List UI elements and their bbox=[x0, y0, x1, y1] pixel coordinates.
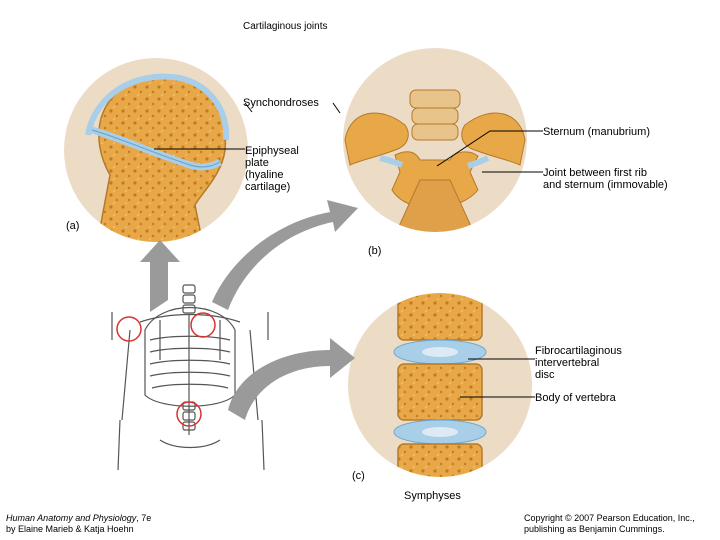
skeleton-illustration bbox=[111, 284, 269, 471]
panel-c-illustration bbox=[348, 293, 532, 477]
credit-publisher: publishing as Benjamin Cummings. bbox=[524, 524, 665, 534]
figure-title: Cartilaginous joints bbox=[243, 21, 328, 32]
credit-book-title: Human Anatomy and Physiology bbox=[6, 513, 137, 523]
label-sternum: Sternum (manubrium) bbox=[543, 126, 650, 138]
label-symphyses: Symphyses bbox=[404, 490, 461, 502]
credit-authors: by Elaine Marieb & Katja Hoehn bbox=[6, 524, 134, 534]
leader-lines bbox=[154, 102, 543, 398]
credit-left: Human Anatomy and Physiology, 7e by Elai… bbox=[6, 513, 151, 535]
marker-first-rib bbox=[190, 312, 216, 338]
label-panel-b: (b) bbox=[368, 245, 382, 257]
label-synchondroses: Synchondroses bbox=[243, 97, 319, 109]
label-epiphyseal-plate: Epiphyseal plate (hyaline cartilage) bbox=[245, 145, 299, 193]
label-fibrocartilaginous-disc: Fibrocartilaginous intervertebral disc bbox=[535, 345, 622, 381]
label-panel-c: (c) bbox=[352, 470, 365, 482]
panel-a-illustration bbox=[64, 58, 248, 242]
credit-edition: , 7e bbox=[136, 513, 152, 523]
label-panel-a: (a) bbox=[66, 220, 80, 232]
marker-spine bbox=[176, 401, 202, 427]
joint-markers bbox=[116, 312, 216, 427]
arrow-to-b bbox=[212, 200, 358, 310]
label-body-of-vertebra: Body of vertebra bbox=[535, 392, 616, 404]
arrow-to-c bbox=[228, 338, 355, 420]
credit-copyright: Copyright © 2007 Pearson Education, Inc.… bbox=[524, 513, 695, 523]
panel-b-illustration bbox=[343, 48, 527, 232]
label-joint-first-rib: Joint between first rib and sternum (imm… bbox=[543, 167, 668, 191]
pointer-arrows bbox=[140, 200, 358, 420]
marker-shoulder bbox=[116, 316, 142, 342]
credit-right: Copyright © 2007 Pearson Education, Inc.… bbox=[524, 513, 695, 535]
arrow-to-a bbox=[140, 240, 180, 312]
